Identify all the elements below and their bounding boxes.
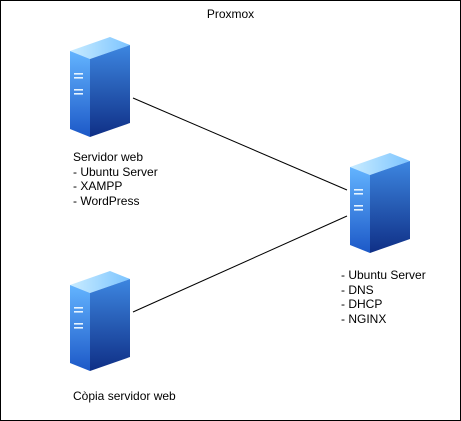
- web-server-icon: [70, 37, 130, 137]
- list-item: - Ubuntu Server: [341, 268, 426, 282]
- copy-server-icon: [70, 271, 130, 371]
- link-web-to-core: [132, 97, 348, 191]
- link-copy-to-core: [132, 215, 348, 313]
- core-server-label: - Ubuntu Server - DNS - DHCP - NGINX: [341, 268, 426, 326]
- core-server-icon: [350, 153, 410, 253]
- list-item: - Ubuntu Server: [73, 164, 158, 179]
- list-item: - WordPress: [73, 193, 140, 208]
- list-item: - DHCP: [341, 297, 383, 311]
- list-item: - XAMPP: [73, 179, 123, 193]
- web-server-label: Servidor web - Ubuntu Server - XAMPP - W…: [73, 150, 158, 208]
- core-server-items: - Ubuntu Server - DNS - DHCP - NGINX: [341, 268, 426, 326]
- list-item: - NGINX: [341, 311, 387, 326]
- container-title: Proxmox: [206, 7, 255, 21]
- web-server-name: Servidor web: [73, 150, 144, 164]
- copy-server-name: Còpia servidor web: [73, 389, 176, 403]
- web-server-items: - Ubuntu Server - XAMPP - WordPress: [73, 165, 158, 209]
- list-item: - DNS: [341, 282, 374, 297]
- copy-server-label: Còpia servidor web: [73, 389, 176, 404]
